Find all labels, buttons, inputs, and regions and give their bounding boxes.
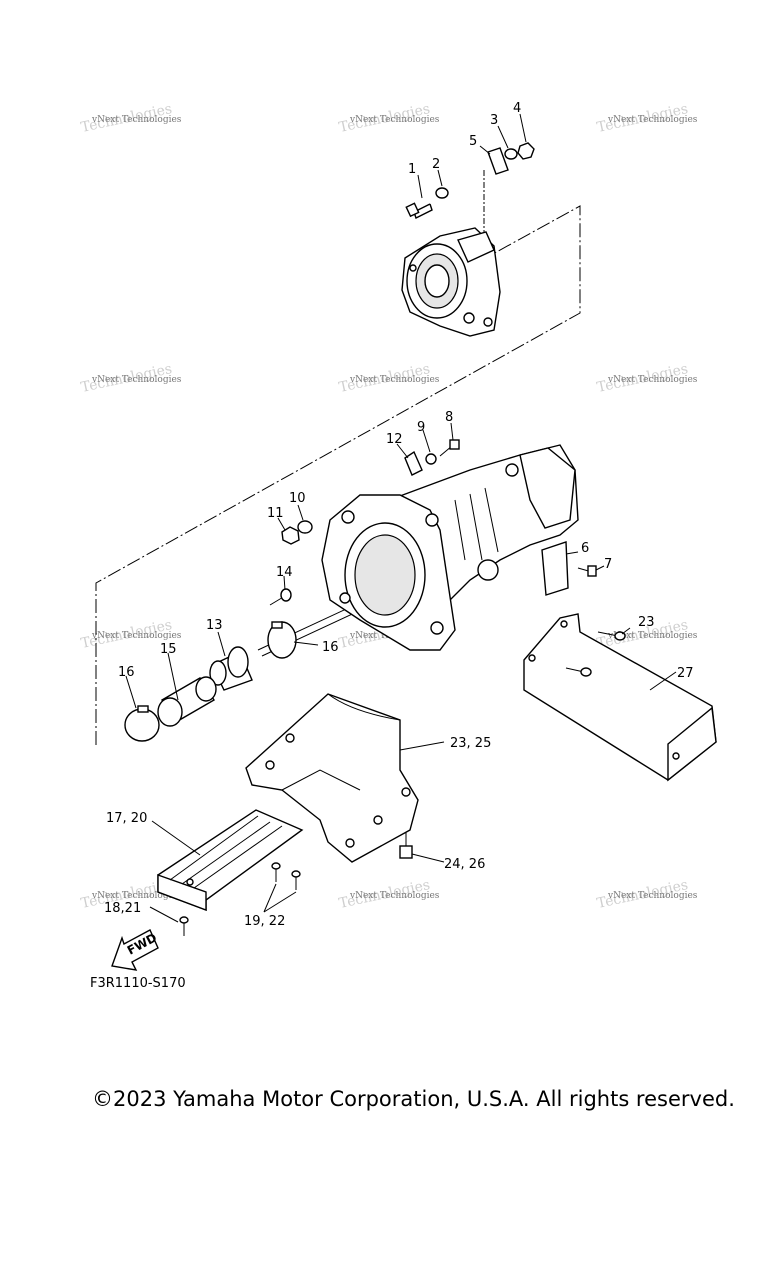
callout-24-26: 24, 26	[444, 857, 485, 872]
callout-3: 3	[490, 113, 498, 128]
bolt-24-26	[399, 832, 413, 859]
callout-7: 7	[604, 557, 612, 572]
bolt-1	[405, 202, 433, 219]
svg-text:vNext Technologies: vNext Technologies	[349, 891, 440, 901]
plate-5	[487, 147, 509, 175]
figure-reference: F3R1110-S170	[90, 976, 186, 991]
cover-6	[541, 541, 569, 596]
bolt-18-21	[179, 916, 189, 936]
clamp-16-right	[267, 621, 297, 659]
svg-text:vNext Technologies: vNext Technologies	[349, 375, 440, 385]
svg-text:vNext Technologies: vNext Technologies	[607, 115, 698, 125]
callout-15: 15	[160, 642, 177, 657]
callout-18-21: 18,21	[104, 901, 141, 916]
washer-9	[425, 453, 437, 465]
svg-text:vNext Technologies: vNext Technologies	[91, 891, 182, 901]
bolt-19-22	[271, 862, 301, 890]
callout-5: 5	[469, 134, 477, 149]
fwd-arrow-icon: FWD	[111, 929, 159, 971]
washer-3	[504, 148, 518, 160]
screw-14	[269, 588, 292, 606]
callout-14: 14	[276, 565, 293, 580]
callout-4: 4	[513, 101, 521, 116]
callout-2: 2	[432, 157, 440, 172]
copyright-notice: ©2023 Yamaha Motor Corporation, U.S.A. A…	[92, 1087, 735, 1111]
nut-4	[517, 142, 535, 160]
svg-text:vNext Technologies: vNext Technologies	[607, 891, 698, 901]
svg-text:vNext Technologies: vNext Technologies	[91, 631, 182, 641]
callout-23: 23	[638, 615, 655, 630]
callout-8: 8	[445, 410, 453, 425]
callout-11: 11	[267, 506, 284, 521]
screw-7	[577, 565, 597, 577]
coupler-13	[209, 646, 253, 691]
svg-text:vNext Technologies: vNext Technologies	[91, 375, 182, 385]
washer-2	[435, 187, 449, 199]
callout-16-left: 16	[118, 665, 135, 680]
bearing-housing	[401, 227, 501, 337]
screw-23-lower	[565, 667, 592, 677]
svg-text:vNext Technologies: vNext Technologies	[607, 631, 698, 641]
clamp-16-left	[124, 705, 160, 742]
hose-15	[157, 676, 217, 727]
bolt-8	[439, 439, 460, 457]
svg-text:vNext Technologies: vNext Technologies	[91, 115, 182, 125]
svg-text:vNext Technologies: vNext Technologies	[607, 375, 698, 385]
callout-6: 6	[581, 541, 589, 556]
svg-text:vNext Technologies: vNext Technologies	[349, 115, 440, 125]
ride-plate-27	[523, 613, 717, 782]
callout-27: 27	[677, 666, 694, 681]
callout-23-25: 23, 25	[450, 736, 491, 751]
callout-17-20: 17, 20	[106, 811, 147, 826]
callout-19-22: 19, 22	[244, 914, 285, 929]
callout-1: 1	[408, 162, 416, 177]
intake-grate-bracket-23-25	[245, 693, 419, 863]
jet-pump-housing	[321, 444, 579, 651]
intake-grate-17-20	[157, 809, 304, 912]
callout-13: 13	[206, 618, 223, 633]
callout-9: 9	[417, 420, 425, 435]
callout-10: 10	[289, 491, 306, 506]
washer-10	[297, 520, 313, 534]
callout-16-right: 16	[322, 640, 339, 655]
callouts: 1 2 3 4 5 6 7 8 9 10 11 12 13 14 15 16 1…	[104, 101, 694, 929]
callout-12: 12	[386, 432, 403, 447]
nut-11	[281, 526, 300, 545]
leader-lines	[125, 113, 677, 923]
assembly-frame	[95, 205, 581, 745]
plate-12	[404, 450, 423, 476]
